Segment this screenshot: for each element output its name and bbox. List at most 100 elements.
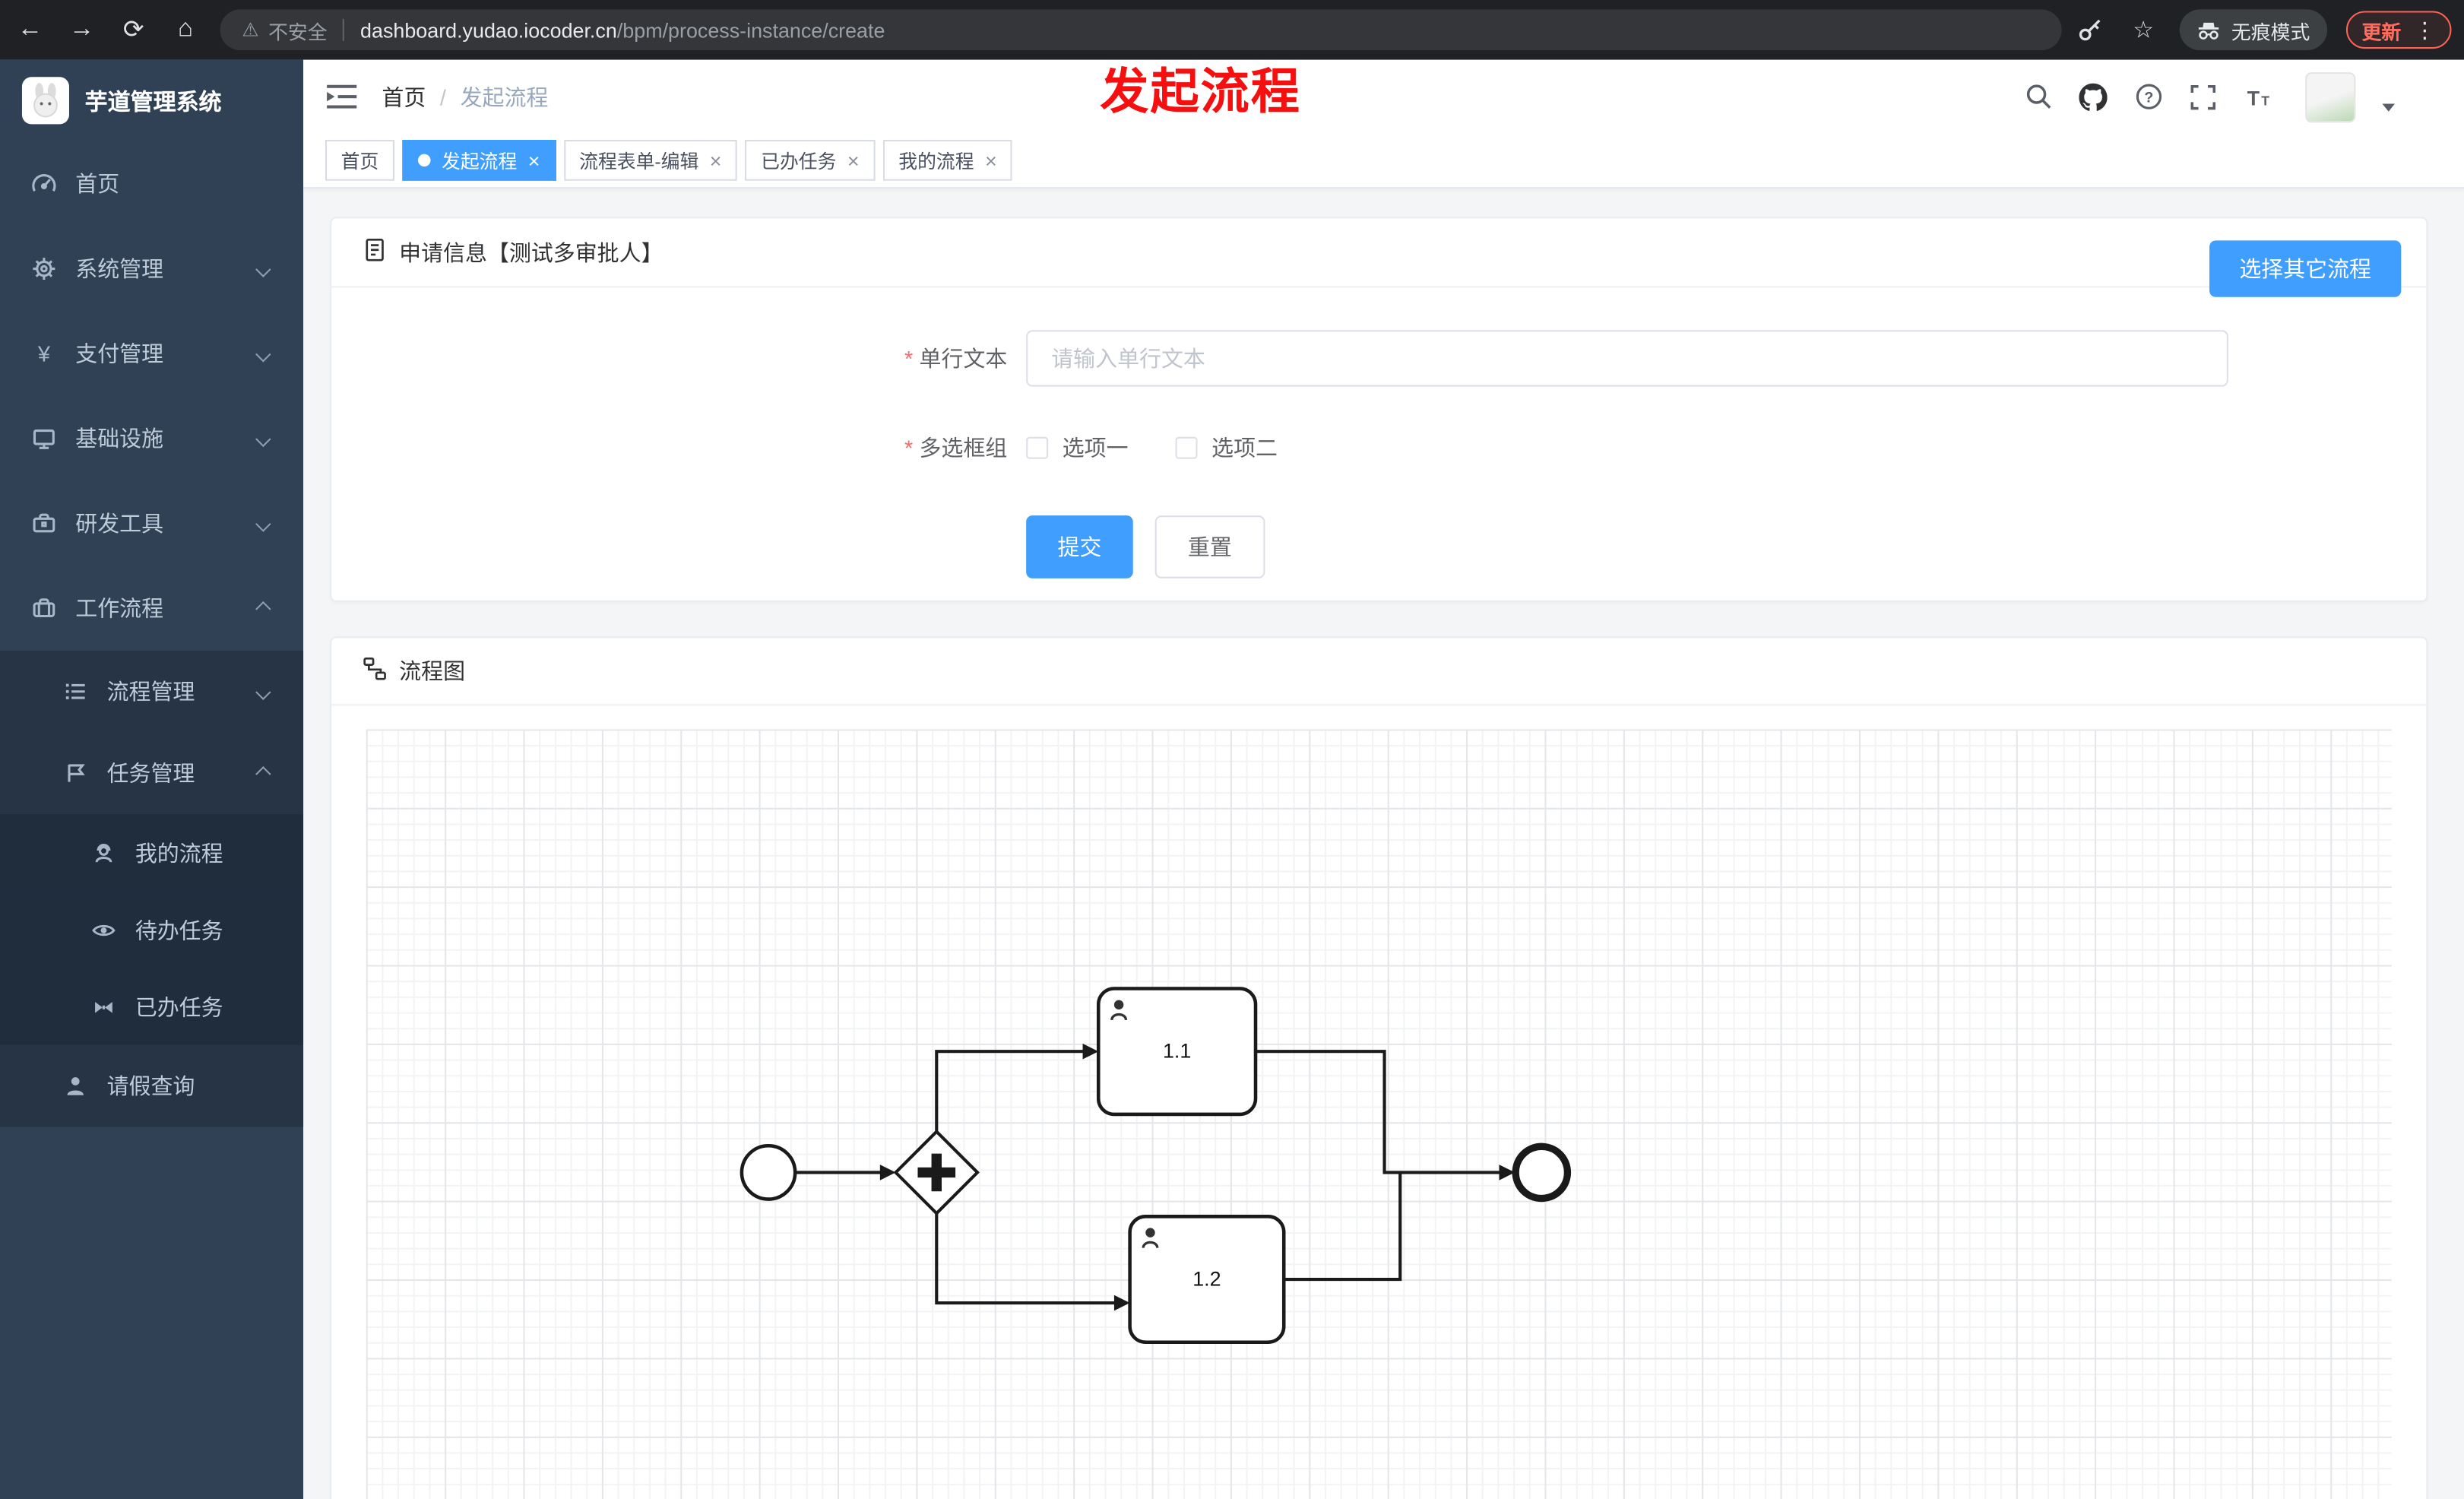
apply-form: *单行文本 *多选框组 选项一 选项二 提交 重置 xyxy=(331,287,2426,578)
search-icon[interactable] xyxy=(2024,83,2052,111)
incognito-label: 无痕模式 xyxy=(2231,21,2310,43)
sidebar-item-label: 支付管理 xyxy=(75,341,164,366)
caret-down-icon[interactable] xyxy=(2382,103,2396,112)
help-icon[interactable]: ? xyxy=(2134,83,2162,111)
sidebar-item-workflow[interactable]: 工作流程 xyxy=(0,566,303,651)
sidebar-item-label: 系统管理 xyxy=(75,256,164,282)
sidebar-item-process-management[interactable]: 流程管理 xyxy=(0,650,304,733)
checkbox-option-1[interactable]: 选项一 xyxy=(1026,433,1129,464)
svg-text:T: T xyxy=(2247,86,2260,109)
end-event-node[interactable] xyxy=(1512,1142,1572,1203)
sidebar-item-leave-query[interactable]: 请假查询 xyxy=(0,1044,304,1127)
flag-icon xyxy=(63,761,88,786)
fullscreen-icon[interactable] xyxy=(2189,83,2217,111)
form-actions: 提交 重置 xyxy=(331,515,2426,578)
sidebar-item-label: 研发工具 xyxy=(75,510,164,537)
key-icon[interactable] xyxy=(2073,13,2107,47)
gear-icon xyxy=(31,256,56,281)
breadcrumb-current: 发起流程 xyxy=(460,84,549,109)
chevron-down-icon xyxy=(255,515,271,531)
chevron-down-icon xyxy=(255,683,271,699)
breadcrumb: 首页 / 发起流程 xyxy=(382,81,548,112)
home-icon[interactable]: ⌂ xyxy=(177,15,193,43)
arrowheads xyxy=(879,1043,1515,1311)
update-button[interactable]: 更新 ⋮ xyxy=(2345,11,2452,49)
app-logo-row[interactable]: 芋道管理系统 xyxy=(0,60,303,142)
font-size-icon[interactable]: T T xyxy=(2244,83,2272,111)
security-label: 不安全 xyxy=(268,21,328,43)
sidebar-item-system[interactable]: 系统管理 xyxy=(0,227,303,312)
sidebar-item-todo-tasks[interactable]: 待办任务 xyxy=(0,891,304,968)
sidebar-item-label: 我的流程 xyxy=(135,840,223,866)
avatar[interactable] xyxy=(2305,71,2356,122)
checkbox-box[interactable] xyxy=(1026,436,1049,459)
github-icon[interactable] xyxy=(2079,82,2108,111)
field-label: *多选框组 xyxy=(904,435,1008,461)
checkbox-box[interactable] xyxy=(1175,436,1198,459)
reset-button[interactable]: 重置 xyxy=(1154,515,1265,578)
breadcrumb-home[interactable]: 首页 xyxy=(382,84,426,109)
browser-toolbar: ← → ⟳ ⌂ ⚠ 不安全 dashboard.yudao.iocoder.cn… xyxy=(0,0,2464,60)
chevron-up-icon xyxy=(255,600,271,616)
field-label: *单行文本 xyxy=(904,345,1008,371)
close-icon[interactable]: × xyxy=(527,148,540,173)
bpmn-diagram: 1.1 1.2 xyxy=(740,987,1572,1345)
chevron-down-icon xyxy=(255,430,271,447)
kebab-menu-icon[interactable]: ⋮ xyxy=(2413,16,2436,42)
incognito-badge: 无痕模式 xyxy=(2179,9,2328,51)
sidebar-item-label: 首页 xyxy=(75,171,120,197)
top-navbar: 首页 / 发起流程 ? xyxy=(303,59,2464,134)
tab-my-process[interactable]: 我的流程 × xyxy=(882,140,1013,181)
sidebar-collapse-icon[interactable] xyxy=(327,84,357,109)
single-line-text-input[interactable] xyxy=(1026,330,2228,387)
tab-label: 流程表单-编辑 xyxy=(579,150,699,173)
close-icon[interactable]: × xyxy=(709,148,722,173)
tab-launch-process[interactable]: 发起流程 × xyxy=(402,140,556,181)
breadcrumb-separator: / xyxy=(439,84,446,109)
sidebar-item-my-process[interactable]: 我的流程 xyxy=(0,814,304,892)
active-dot xyxy=(418,154,431,167)
user-task-1-2-node[interactable]: 1.2 xyxy=(1128,1215,1286,1345)
user-task-icon xyxy=(1110,1000,1128,1021)
sidebar-item-label: 流程管理 xyxy=(106,679,195,705)
parallel-gateway-node[interactable] xyxy=(893,1129,980,1216)
address-bar[interactable]: ⚠ 不安全 dashboard.yudao.iocoder.cn/bpm/pro… xyxy=(220,9,2062,51)
url-domain: dashboard.yudao.iocoder.cn xyxy=(360,17,617,42)
sidebar-item-label: 待办任务 xyxy=(135,917,223,943)
required-asterisk: * xyxy=(904,345,914,371)
card-title: 流程图 xyxy=(399,658,466,684)
monitor-icon xyxy=(31,426,56,451)
tab-home[interactable]: 首页 xyxy=(325,140,394,181)
reload-icon[interactable]: ⟳ xyxy=(122,17,144,44)
user-headset-icon xyxy=(91,840,116,865)
sidebar-item-devtools[interactable]: 研发工具 xyxy=(0,481,303,566)
close-icon[interactable]: × xyxy=(847,148,860,173)
user-task-1-1-node[interactable]: 1.1 xyxy=(1096,987,1258,1117)
sidebar-item-done-tasks[interactable]: 已办任务 xyxy=(0,968,304,1045)
task-label: 1.1 xyxy=(1163,1039,1191,1062)
sidebar-item-payment[interactable]: ¥ 支付管理 xyxy=(0,311,303,396)
start-event-node[interactable] xyxy=(740,1144,797,1201)
forward-icon[interactable]: → xyxy=(68,15,95,43)
submit-button[interactable]: 提交 xyxy=(1026,515,1133,578)
yen-icon: ¥ xyxy=(37,341,50,366)
sidebar-item-task-management[interactable]: 任务管理 xyxy=(0,732,304,815)
choose-other-process-button[interactable]: 选择其它流程 xyxy=(2209,240,2402,297)
back-icon[interactable]: ← xyxy=(17,15,43,43)
form-icon xyxy=(363,237,387,267)
address-divider xyxy=(343,18,345,41)
checkbox-option-2[interactable]: 选项二 xyxy=(1175,433,1278,464)
tab-process-form-edit[interactable]: 流程表单-编辑 × xyxy=(563,140,738,181)
sidebar-item-home[interactable]: 首页 xyxy=(0,141,303,227)
bpmn-canvas[interactable]: 1.1 1.2 xyxy=(366,729,2392,1499)
tags-view: 首页 发起流程 × 流程表单-编辑 × 已办任务 × 我的流程 × xyxy=(303,133,2464,189)
star-icon[interactable]: ☆ xyxy=(2133,17,2155,44)
sidebar-item-infrastructure[interactable]: 基础设施 xyxy=(0,396,303,481)
app-logo xyxy=(21,77,69,125)
close-icon[interactable]: × xyxy=(985,148,997,173)
person-icon xyxy=(63,1073,88,1098)
flowchart-icon xyxy=(363,657,387,685)
sidebar-item-label: 基础设施 xyxy=(75,426,164,452)
update-label: 更新 xyxy=(2361,21,2402,43)
tab-done-tasks[interactable]: 已办任务 × xyxy=(745,140,876,181)
